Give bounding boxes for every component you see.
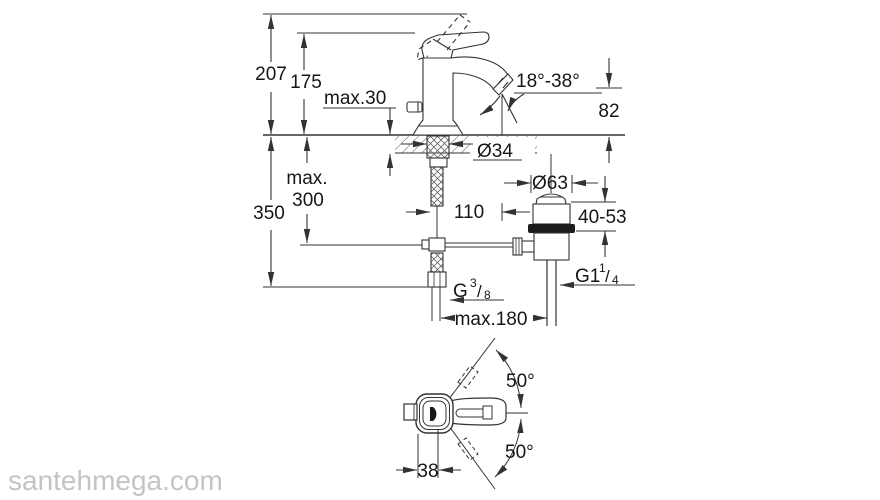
label-hose-length: 350 xyxy=(253,203,285,224)
label-deck-max: max.30 xyxy=(324,88,386,109)
label-drain-thread: G1 1 / 4 xyxy=(575,261,619,287)
svg-text:3: 3 xyxy=(470,276,477,290)
label-mount-hole: Ø34 xyxy=(477,141,513,162)
shank-step xyxy=(429,157,448,168)
label-rod-length-2: 300 xyxy=(292,190,324,211)
supply-nut xyxy=(427,271,447,288)
dim-handle-offset xyxy=(396,430,461,478)
front-dimension-labels: 207 175 max.30 18°-38° 82 Ø34 350 max. 3… xyxy=(253,64,626,330)
lever-ghost-up xyxy=(457,365,479,389)
dimensions xyxy=(267,15,635,322)
drain-lever-nut xyxy=(512,237,523,256)
top-dimension-labels: 50° 50° 38 xyxy=(417,371,534,482)
supply-hose-upper xyxy=(430,166,444,207)
lever-slot-end xyxy=(482,405,493,420)
faucet-silhouette xyxy=(412,56,510,136)
label-total-height: 207 xyxy=(255,64,287,85)
top-view: 50° 50° 38 xyxy=(396,337,535,490)
label-handle-height: 175 xyxy=(290,72,322,93)
svg-text:G1: G1 xyxy=(575,266,600,287)
supply-hose-lower xyxy=(430,252,444,273)
label-spout-height: 82 xyxy=(598,101,619,122)
swivel-line-down xyxy=(448,425,496,490)
drain-assembly xyxy=(512,154,575,326)
label-projection: 110 xyxy=(454,202,484,223)
label-swivel-down: 50° xyxy=(505,442,534,463)
svg-text:/: / xyxy=(605,267,610,286)
popup-knob-top xyxy=(403,403,418,421)
dim-spout-height xyxy=(596,58,622,163)
label-swivel-up: 50° xyxy=(506,371,535,392)
dim-clamp-range xyxy=(571,176,616,257)
svg-text:4: 4 xyxy=(612,273,619,287)
svg-text:/: / xyxy=(477,282,482,301)
label-spread-max: max.180 xyxy=(455,309,528,330)
cartridge-keyhole xyxy=(430,407,437,421)
dim-deck-thickness xyxy=(323,107,396,176)
rod-tee xyxy=(428,237,446,252)
svg-text:G: G xyxy=(453,281,468,302)
dim-projection xyxy=(406,203,530,221)
label-rod-length-1: max. xyxy=(286,168,327,189)
angle-leader-arc xyxy=(507,93,525,112)
stream-arrow xyxy=(479,95,501,116)
rod-tee-end xyxy=(421,239,430,250)
popup-knob xyxy=(406,101,423,113)
label-angle-range: 18°-38° xyxy=(516,71,580,92)
faucet-handle xyxy=(421,31,490,59)
handle-raised-ghost xyxy=(416,14,471,61)
aerator-line-1 xyxy=(497,77,504,85)
drain-body xyxy=(533,232,570,261)
svg-text:8: 8 xyxy=(484,288,491,302)
faucet xyxy=(406,14,514,136)
under-deck-assembly xyxy=(421,135,514,321)
label-clamp-range: 40-53 xyxy=(578,207,627,228)
aerator-line-2 xyxy=(502,81,509,89)
deck-section xyxy=(395,136,537,162)
faucet-top xyxy=(403,393,507,434)
svg-text:1: 1 xyxy=(599,261,606,275)
swivel-arc-down xyxy=(494,418,524,478)
label-handle-offset: 38 xyxy=(417,461,438,482)
hole-label-box xyxy=(470,137,535,162)
spray-angle-indicator xyxy=(479,92,602,135)
label-flange-diameter: Ø63 xyxy=(532,173,568,194)
swivel-arc-up xyxy=(495,349,524,409)
dim-flange-diameter xyxy=(504,175,598,193)
drain-flange-cup xyxy=(532,203,571,225)
drain-lever-port xyxy=(520,240,535,253)
dim-mount-hole xyxy=(401,140,522,161)
drain-plug xyxy=(535,193,567,205)
swivel-line-up xyxy=(448,337,496,400)
lever-ghost-down xyxy=(457,437,479,461)
drain-seal-ring xyxy=(528,224,575,233)
lever-slot xyxy=(455,408,487,418)
swivel-indicator xyxy=(448,337,528,490)
threaded-shank xyxy=(426,135,450,159)
watermark: santehmega.com xyxy=(8,465,223,496)
front-view: 207 175 max.30 18°-38° 82 Ø34 350 max. 3… xyxy=(253,13,635,330)
label-supply-thread: G 3 / 8 xyxy=(453,276,491,302)
